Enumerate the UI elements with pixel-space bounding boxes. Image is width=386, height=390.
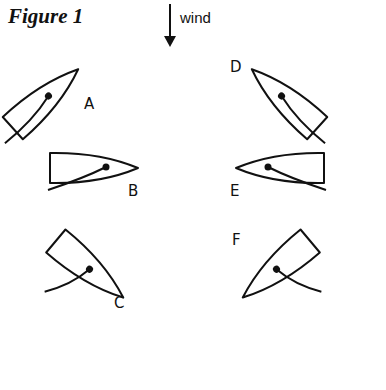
- boat-f: [233, 229, 340, 332]
- figure-title: Figure 1: [8, 6, 83, 27]
- wind-label: wind: [180, 10, 211, 25]
- boat-d: [242, 58, 339, 150]
- boat-letter: B: [128, 184, 138, 199]
- boat-c: [26, 229, 133, 332]
- boat-b: [48, 153, 138, 190]
- boat-a: [0, 58, 88, 150]
- boat-letter: E: [230, 184, 239, 199]
- boat-letter: A: [84, 97, 94, 112]
- boat-letter: F: [232, 233, 241, 248]
- boat-letter: C: [114, 296, 124, 311]
- wind-arrow: [164, 4, 176, 47]
- boat-e: [236, 153, 326, 190]
- boat-letter: D: [230, 60, 242, 75]
